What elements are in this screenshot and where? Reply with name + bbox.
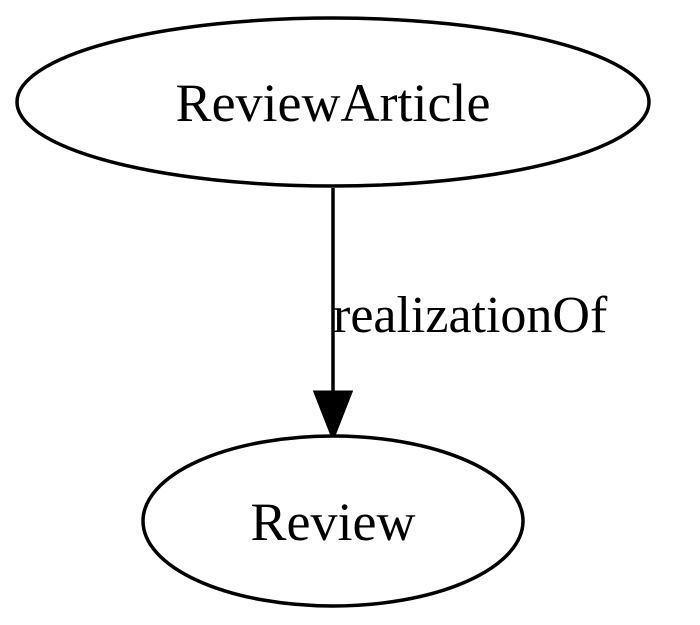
edge-label: realizationOf — [333, 287, 608, 344]
node-review: Review — [141, 434, 525, 608]
node-review-label: Review — [251, 492, 416, 552]
edge-realization-of: realizationOf — [312, 188, 608, 443]
node-review-article: ReviewArticle — [15, 16, 651, 188]
node-review-article-label: ReviewArticle — [176, 73, 491, 133]
edge-arrowhead — [312, 390, 354, 443]
node-review-shape — [141, 434, 525, 608]
node-review-article-shape — [15, 16, 651, 188]
